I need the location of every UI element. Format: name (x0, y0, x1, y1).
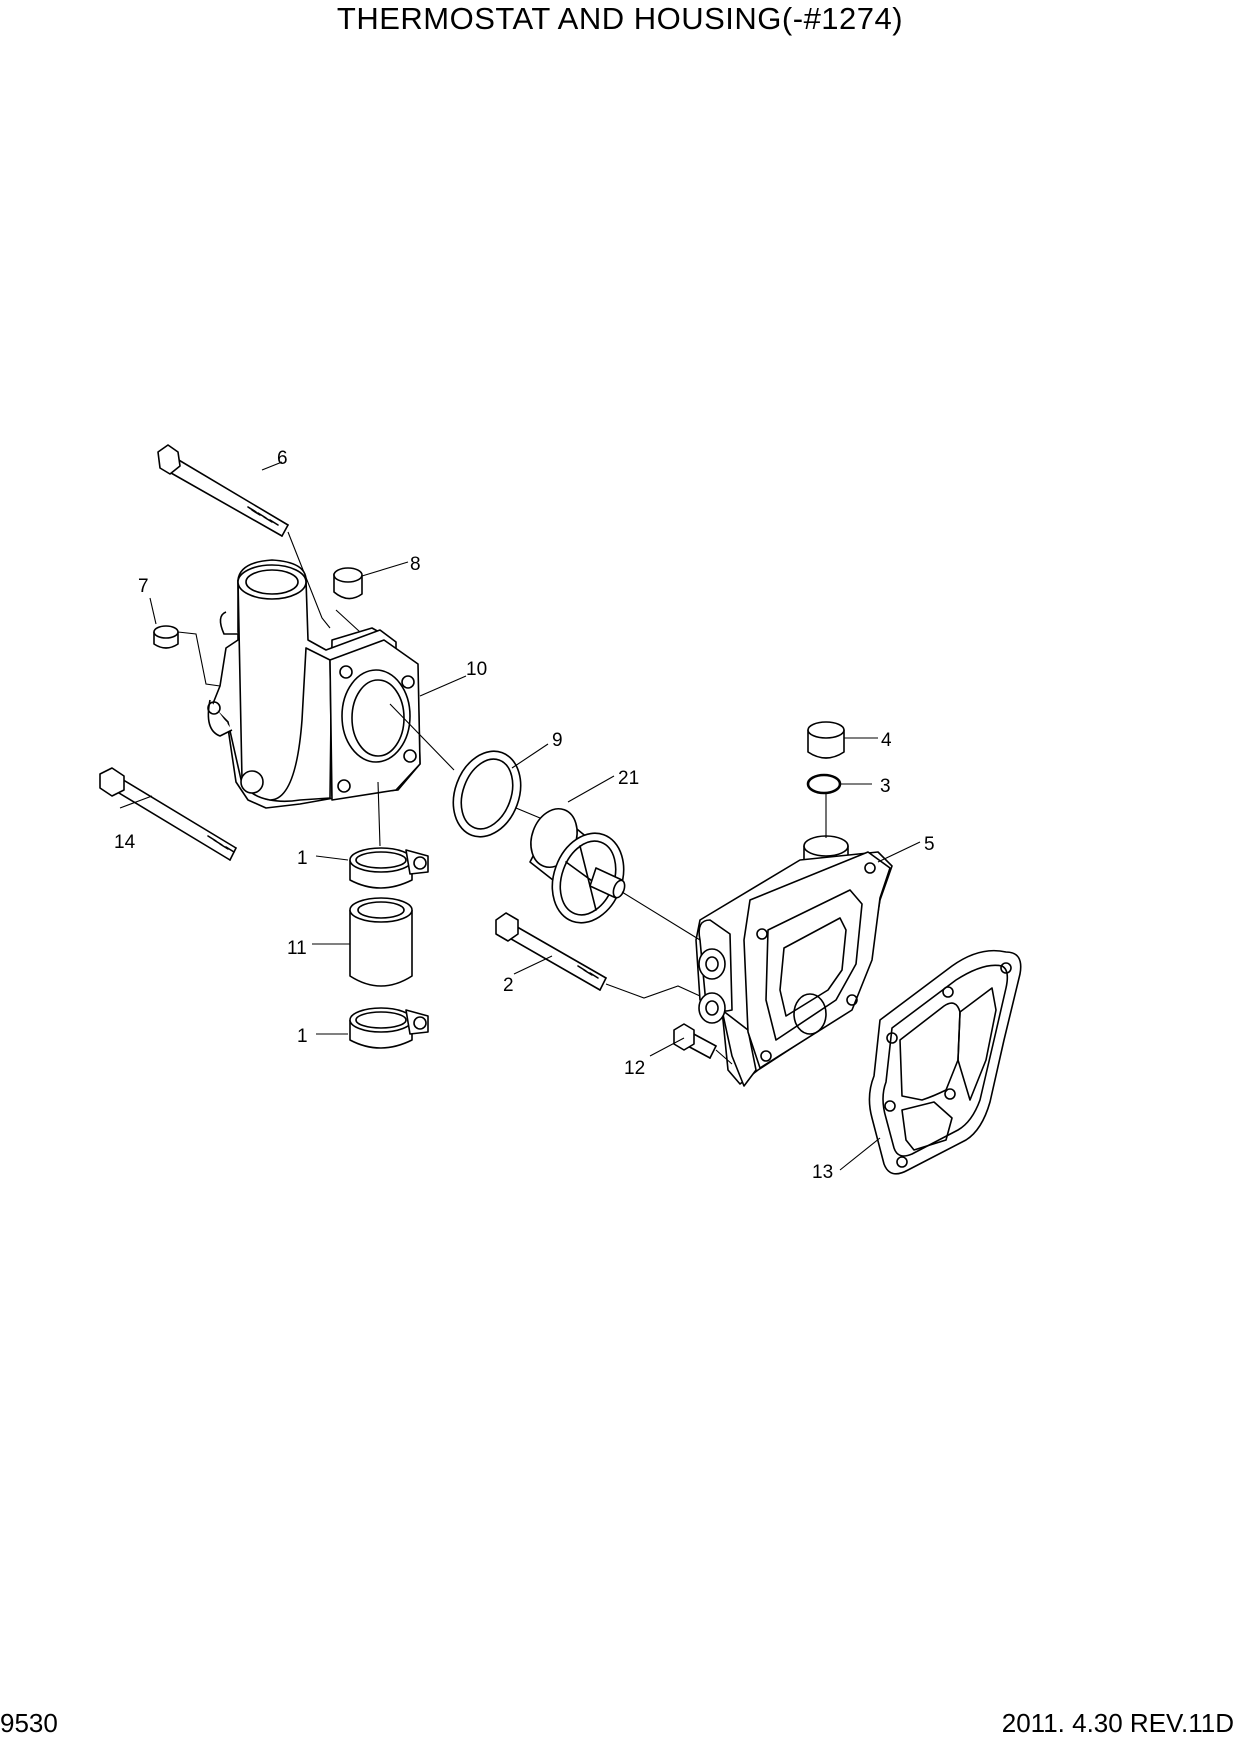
part-8-plug (333, 567, 363, 600)
callout-6: 6 (277, 448, 288, 469)
part-13-gasket (868, 949, 1022, 1175)
callout-labels: 6 8 7 10 9 21 4 3 5 14 1 11 2 1 12 13 (114, 448, 935, 1183)
part-2-bolt (495, 912, 607, 991)
part-4-cap (807, 721, 845, 759)
callout-8: 8 (410, 554, 421, 575)
callout-10: 10 (466, 659, 487, 680)
callout-13: 13 (812, 1162, 833, 1183)
part-7-plug (153, 625, 179, 649)
page-number: 9530 (0, 1708, 58, 1738)
callout-7: 7 (138, 576, 149, 597)
callout-2: 2 (503, 975, 514, 996)
part-6-bolt (157, 444, 289, 537)
part-1-hose-clamp-upper (349, 847, 429, 889)
part-11-hose (349, 897, 413, 987)
part-21-thermostat (529, 808, 626, 924)
part-9-seal-ring (452, 750, 522, 838)
callout-12: 12 (624, 1058, 645, 1079)
leader-lines (119, 461, 921, 1171)
callout-1-lower: 1 (297, 1026, 308, 1047)
callout-9: 9 (552, 730, 563, 751)
callout-1-upper: 1 (297, 848, 308, 869)
callout-14: 14 (114, 832, 136, 853)
part-3-o-ring (806, 773, 842, 795)
diagram-title: THERMOSTAT AND HOUSING(-#1274) (336, 1, 904, 36)
part-10-thermostat-housing (207, 559, 421, 809)
callout-4: 4 (881, 730, 892, 751)
part-1-hose-clamp-lower (349, 1007, 429, 1049)
part-5-housing (695, 835, 893, 1087)
revision-date: 2011. 4.30 REV.11D (1001, 1708, 1234, 1738)
part-12-bolt (673, 1023, 717, 1059)
callout-5: 5 (924, 834, 935, 855)
callout-3: 3 (880, 776, 891, 797)
part-14-stud (99, 767, 237, 861)
callout-11: 11 (287, 938, 307, 959)
callout-21: 21 (618, 768, 639, 789)
